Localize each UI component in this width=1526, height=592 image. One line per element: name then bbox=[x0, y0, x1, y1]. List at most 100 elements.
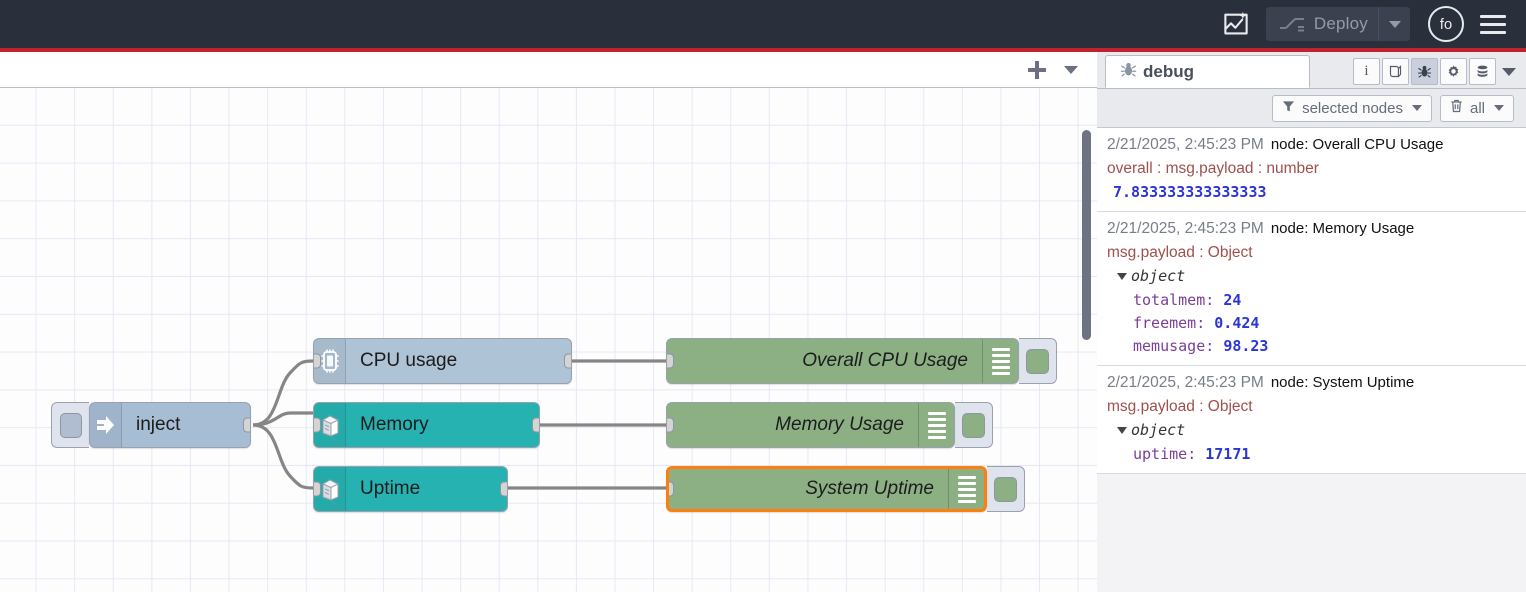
debug-filter-toolbar: selected nodes all bbox=[1097, 89, 1526, 128]
node-cpu-usage-input-port[interactable] bbox=[314, 353, 321, 369]
node-memory[interactable]: Memory bbox=[313, 402, 540, 448]
wire-inject-to-memory bbox=[252, 411, 313, 427]
node-debug-system-uptime[interactable]: System Uptime bbox=[666, 466, 1025, 512]
right-sidebar: debug i bbox=[1097, 52, 1526, 592]
context-data-icon[interactable] bbox=[1469, 58, 1496, 85]
node-debug-overall-cpu-usage-body[interactable]: Overall CPU Usage bbox=[666, 338, 1019, 384]
menu-bar-3 bbox=[1480, 30, 1506, 34]
debug-bug-icon[interactable] bbox=[1411, 58, 1438, 85]
node-memory-body[interactable]: Memory bbox=[313, 402, 540, 448]
chevron-down-icon bbox=[1502, 67, 1516, 76]
app-header: Deploy fo bbox=[0, 0, 1526, 48]
node-memory-input-port[interactable] bbox=[314, 417, 321, 433]
node-inject-label: inject bbox=[136, 414, 181, 435]
debug-value: 7.833333333333333 bbox=[1113, 183, 1267, 202]
debug-clear-button[interactable]: all bbox=[1439, 94, 1514, 122]
flow-sparkle-icon[interactable] bbox=[1214, 4, 1258, 44]
node-uptime-body[interactable]: Uptime bbox=[313, 466, 508, 512]
debug-lines-icon bbox=[948, 469, 984, 509]
inject-button-pad bbox=[59, 412, 82, 438]
help-book-icon[interactable] bbox=[1382, 58, 1409, 85]
debug-filter-label: selected nodes bbox=[1302, 99, 1403, 117]
node-inject-output-port[interactable] bbox=[243, 417, 250, 433]
node-inject[interactable]: inject bbox=[51, 402, 251, 448]
tab-debug-label: debug bbox=[1143, 61, 1194, 81]
debug-object-entry: totalmem: 24 bbox=[1133, 290, 1242, 309]
debug-entry-value: 24 bbox=[1223, 290, 1242, 309]
node-memory-label: Memory bbox=[360, 414, 429, 435]
wire-inject-to-cpu bbox=[252, 359, 314, 427]
debug-clear-label: all bbox=[1469, 99, 1485, 117]
config-gear-icon[interactable] bbox=[1440, 58, 1467, 85]
header-actions: Deploy fo bbox=[1214, 4, 1526, 44]
wire-inject-to-uptime bbox=[252, 423, 314, 490]
flow-workspace: inject bbox=[0, 52, 1097, 592]
node-cpu-usage[interactable]: CPU usage bbox=[313, 338, 572, 384]
node-uptime-output-port[interactable] bbox=[500, 481, 507, 497]
debug-toggle-pad bbox=[994, 476, 1017, 502]
flow-canvas[interactable]: inject bbox=[0, 88, 1097, 592]
inject-trigger-button[interactable] bbox=[51, 402, 89, 448]
canvas-vertical-scrollbar[interactable] bbox=[1082, 130, 1091, 340]
node-uptime-input-port[interactable] bbox=[314, 481, 321, 497]
debug-toggle-pad bbox=[962, 412, 985, 438]
debug-object-toggle[interactable]: object bbox=[1107, 419, 1518, 442]
menu-bar-2 bbox=[1480, 22, 1506, 26]
bug-icon bbox=[1120, 61, 1137, 83]
debug-toggle-button-overall-cpu-usage[interactable] bbox=[1019, 338, 1057, 384]
debug-object-label: object bbox=[1131, 421, 1186, 440]
node-debug-system-uptime-label: System Uptime bbox=[805, 478, 934, 499]
deploy-options-caret[interactable] bbox=[1378, 7, 1410, 41]
debug-property-path: msg.payload : Object bbox=[1107, 398, 1253, 416]
flow-tab-menu-button[interactable] bbox=[1055, 55, 1087, 85]
flow-tab-bar bbox=[0, 52, 1097, 88]
node-cpu-usage-body[interactable]: CPU usage bbox=[313, 338, 572, 384]
node-uptime[interactable]: Uptime bbox=[313, 466, 508, 512]
node-debug-memory-usage-input-port[interactable] bbox=[667, 417, 674, 433]
menu-bar-1 bbox=[1480, 14, 1506, 18]
accent-bar bbox=[0, 48, 1526, 52]
debug-property-path: msg.payload : Object bbox=[1107, 244, 1253, 262]
avatar[interactable]: fo bbox=[1428, 6, 1464, 42]
node-debug-system-uptime-input-port[interactable] bbox=[669, 481, 674, 497]
info-icon[interactable]: i bbox=[1353, 58, 1380, 85]
debug-entry-key: freemem bbox=[1133, 313, 1197, 332]
sidebar-tab-row: debug i bbox=[1097, 52, 1526, 89]
plus-icon bbox=[1028, 60, 1046, 79]
deploy-button[interactable]: Deploy bbox=[1265, 7, 1410, 41]
node-debug-overall-cpu-usage-input-port[interactable] bbox=[667, 353, 674, 369]
node-debug-overall-cpu-usage[interactable]: Overall CPU Usage bbox=[666, 338, 1057, 384]
debug-entry-value: 0.424 bbox=[1214, 313, 1260, 332]
node-cpu-usage-label: CPU usage bbox=[360, 350, 458, 371]
debug-entry-value: 98.23 bbox=[1223, 337, 1269, 356]
debug-object-label: object bbox=[1131, 267, 1186, 286]
deploy-wire-icon bbox=[1266, 14, 1312, 34]
add-flow-tab-button[interactable] bbox=[1019, 55, 1055, 85]
triangle-down-icon bbox=[1117, 427, 1127, 435]
node-inject-body[interactable]: inject bbox=[89, 402, 251, 448]
debug-entry-key: totalmem bbox=[1133, 290, 1206, 309]
hamburger-menu-icon[interactable] bbox=[1476, 11, 1510, 38]
debug-toggle-button-memory-usage[interactable] bbox=[955, 402, 993, 448]
node-cpu-usage-output-port[interactable] bbox=[564, 353, 571, 369]
debug-timestamp: 2/21/2025, 2:45:23 PM bbox=[1107, 220, 1264, 238]
debug-object-toggle[interactable]: object bbox=[1107, 265, 1518, 288]
tab-debug[interactable]: debug bbox=[1105, 55, 1310, 88]
debug-entry-key: memusage bbox=[1133, 337, 1206, 356]
debug-filter-button[interactable]: selected nodes bbox=[1272, 94, 1432, 122]
debug-lines-icon bbox=[918, 403, 954, 447]
debug-toggle-button-system-uptime[interactable] bbox=[987, 466, 1025, 512]
node-debug-system-uptime-body[interactable]: System Uptime bbox=[666, 466, 987, 512]
chevron-down-icon bbox=[1494, 105, 1504, 111]
debug-entry-key: uptime bbox=[1133, 444, 1188, 463]
sidebar-tools-caret[interactable] bbox=[1498, 58, 1520, 85]
node-debug-memory-usage-body[interactable]: Memory Usage bbox=[666, 402, 955, 448]
node-memory-output-port[interactable] bbox=[532, 417, 539, 433]
node-debug-memory-usage[interactable]: Memory Usage bbox=[666, 402, 993, 448]
funnel-icon bbox=[1282, 100, 1295, 117]
